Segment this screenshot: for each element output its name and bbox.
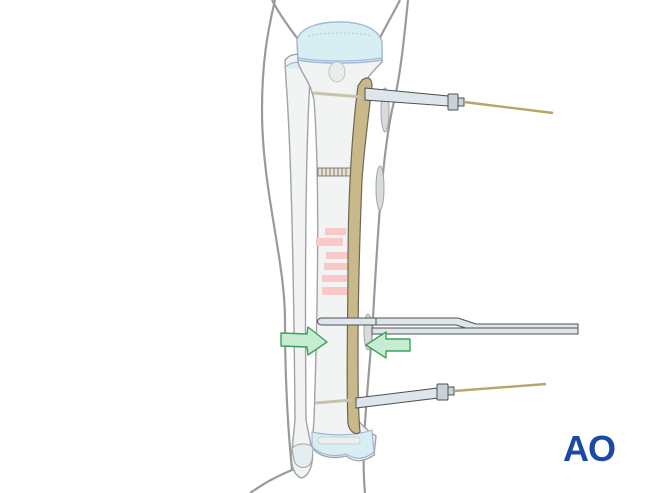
plate [346,77,373,435]
fibula [283,53,314,479]
lag-screw [317,167,355,177]
fracture-zone-marks [316,228,348,295]
transfixion-wire-proximal [312,91,363,99]
ao-logo: AO [563,428,616,469]
transfixion-wire-distal [314,398,353,405]
compression-arrows [280,326,411,359]
leg-outline [249,0,410,493]
drill-guide-distal [355,382,547,409]
drill-guide-proximal [364,87,554,115]
reduction-clamp [317,317,579,335]
incision-marks [363,87,390,351]
